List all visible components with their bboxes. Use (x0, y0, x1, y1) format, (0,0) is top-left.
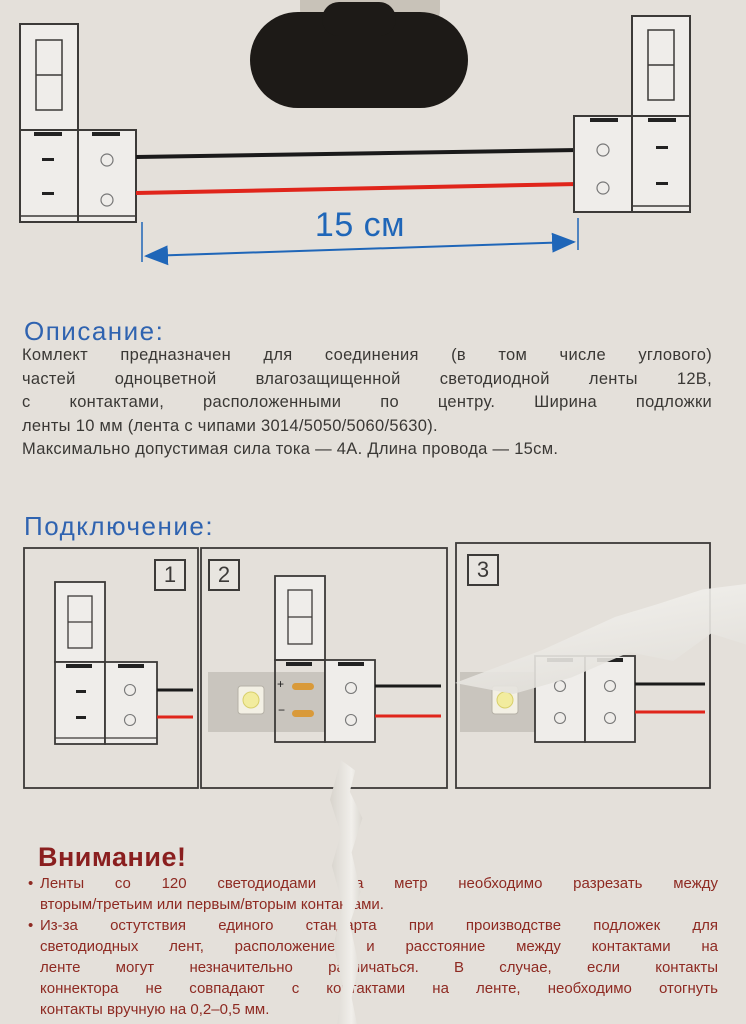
contact-hole (596, 181, 610, 195)
warning-item: • Из-за остутствия единого стандарта при… (28, 915, 718, 1020)
step-3-number: 3 (467, 554, 499, 586)
connection-title: Подключение: (24, 511, 215, 541)
bullet: • (28, 875, 34, 892)
step-2-panel (200, 547, 448, 789)
left-connector-upper-body (19, 23, 79, 131)
description-line: ленты 10 мм (лента с чипами 3014/5050/50… (22, 416, 438, 435)
step-1-number: 1 (154, 559, 186, 591)
minus-mark (42, 192, 54, 195)
warning-title: Внимание! (38, 842, 187, 872)
right-connector (573, 15, 691, 213)
left-connector-marks (34, 132, 120, 207)
wire-length-label: 15 см (314, 206, 406, 244)
description-text: Комлект предназначен для соединения (в т… (22, 344, 712, 462)
hang-hole (250, 2, 468, 108)
warning-line: контакты вручную на 0,2–0,5 мм. (40, 1001, 270, 1018)
warning-line: Ленты со 120 светодиодами на метр необхо… (40, 875, 718, 892)
step-2-number: 2 (208, 559, 240, 591)
led-strip (208, 672, 332, 732)
contact-hole (100, 153, 114, 167)
warning-list: • Ленты со 120 светодиодами на метр необ… (28, 873, 718, 1020)
right-connector-side-body (573, 115, 633, 213)
description-title: Описание: (24, 316, 165, 346)
left-connector (19, 23, 137, 223)
left-connector-lower-body (19, 129, 79, 223)
length-arrow (144, 232, 576, 266)
warning-item: • Ленты со 120 светодиодами на метр необ… (28, 873, 718, 915)
warning-line: светодиодных лент, расположение и рассто… (40, 938, 718, 955)
description-line: частей одноцветной влагозащищенной свето… (22, 369, 712, 388)
led-chip (496, 691, 514, 709)
step-3-panel (455, 542, 711, 789)
strip-contact (292, 683, 314, 690)
minus-sign: − (278, 703, 286, 717)
bullet: • (28, 917, 34, 934)
description-line: Комлект предназначен для соединения (в т… (22, 346, 712, 364)
black-wire (135, 148, 579, 159)
warning-line: ленте могут незначительно различаться. В… (40, 959, 718, 976)
warning-line: Из-за остутствия единого стандарта при п… (40, 917, 718, 934)
plus-mark: + (277, 677, 285, 691)
description-line: Максимально допустимая сила тока — 4А. Д… (22, 440, 559, 458)
strip-contact (292, 710, 314, 717)
warning-line: коннектора не совпадают с контактами на … (40, 980, 718, 997)
led-chip (242, 691, 260, 709)
step-1-connector (54, 581, 158, 745)
minus-mark (42, 158, 54, 161)
step-1-panel (23, 547, 199, 789)
description-line: с контактами, расположенными по центру. … (22, 393, 712, 411)
minus-mark (656, 182, 668, 185)
right-connector-lower-body (631, 115, 691, 213)
right-connector-marks (590, 118, 676, 195)
contact-hole (596, 143, 610, 157)
minus-mark (656, 146, 668, 149)
warning-line: вторым/третьим или первым/вторым контакт… (40, 896, 384, 913)
left-connector-side-body (77, 129, 137, 223)
red-wire (135, 182, 579, 195)
step-2-connector (274, 575, 376, 743)
contact-hole (100, 193, 114, 207)
right-connector-upper-body (631, 15, 691, 117)
